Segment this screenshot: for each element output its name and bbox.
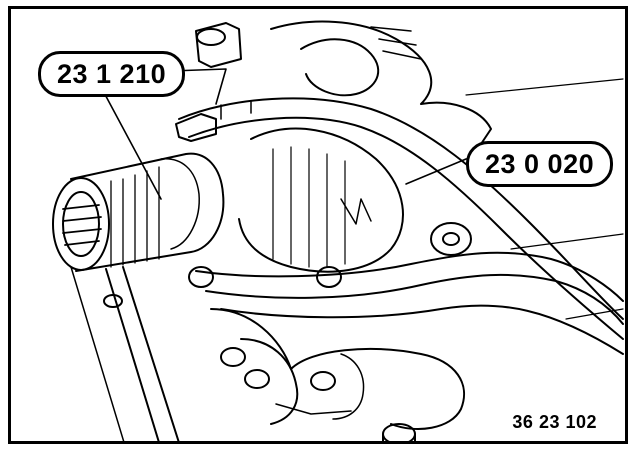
leader-line-tool-b xyxy=(405,158,467,185)
tool-label-23-1-210: 23 1 210 xyxy=(38,51,186,97)
diagram-frame: 23 1 210 23 0 020 36 23 102 xyxy=(8,6,628,444)
lower-bolt xyxy=(316,266,342,288)
upper-connector xyxy=(175,113,217,142)
left-bolt xyxy=(188,266,214,288)
hub-assembly xyxy=(210,308,466,430)
drive-shaft xyxy=(105,266,180,441)
leader-line-tool-a-b xyxy=(170,68,227,105)
bracket-upper-arm xyxy=(178,97,624,320)
technical-illustration xyxy=(52,20,624,441)
tool-label-23-0-020: 23 0 020 xyxy=(466,141,614,187)
pivot-bolt xyxy=(430,222,472,256)
top-stud xyxy=(195,22,242,68)
housing-detail xyxy=(300,38,380,97)
leader-line-tool-a xyxy=(100,86,162,200)
puller-body xyxy=(70,152,225,272)
disc-outline xyxy=(238,127,404,273)
figure-number: 36 23 102 xyxy=(512,412,597,432)
housing-outline xyxy=(270,20,492,145)
bracket-lower-arm xyxy=(195,251,624,302)
